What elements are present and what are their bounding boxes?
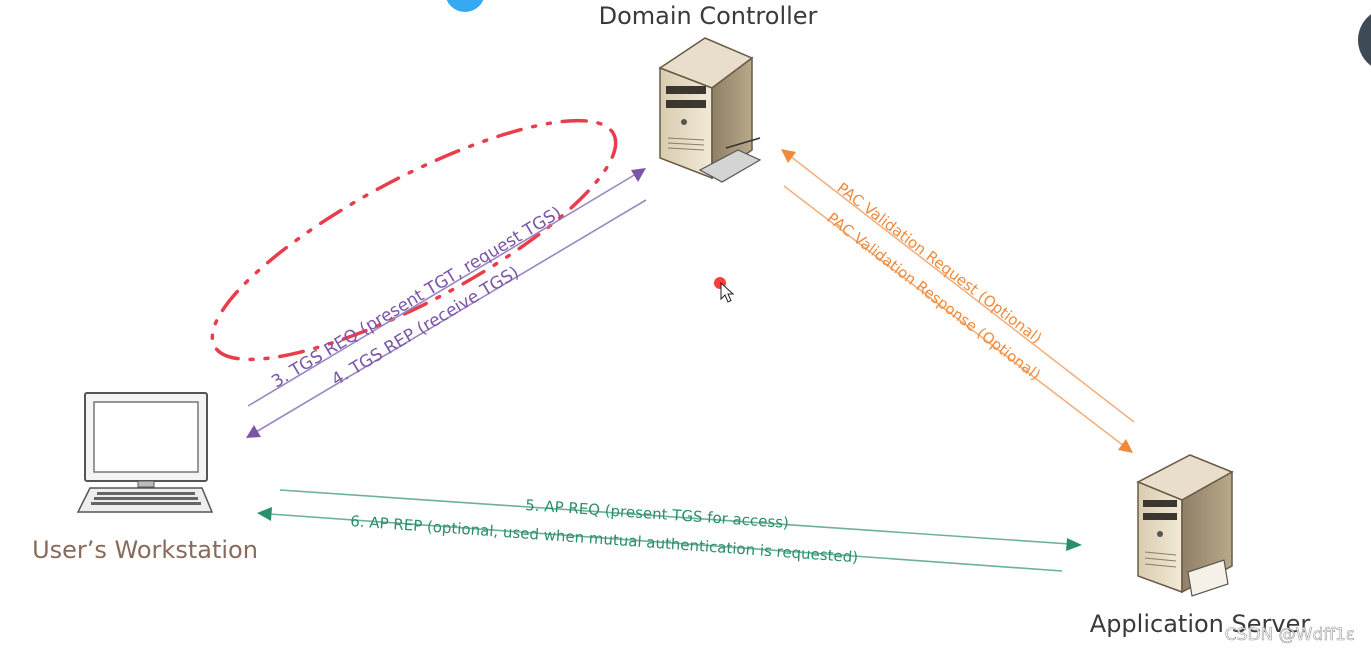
edge-blue-circle xyxy=(446,0,484,12)
watermark: CSDN @Wdff1ε xyxy=(1225,625,1355,645)
pac-request-label: PAC Validation Request (Optional) xyxy=(834,179,1046,347)
workstation-label: User’s Workstation xyxy=(32,536,258,564)
tgs-req-arrow xyxy=(247,168,646,407)
application-server-icon xyxy=(1136,454,1234,597)
tgs-req-label: 3. TGS REQ (present TGT, request TGS) xyxy=(268,203,565,392)
pac-response-arrow xyxy=(783,185,1133,453)
domain-controller-icon xyxy=(658,37,762,183)
workstation-icon xyxy=(76,392,214,513)
application-server-label: Application Server xyxy=(1090,610,1311,638)
highlight-ellipse xyxy=(210,118,618,362)
edge-dark-circle xyxy=(1358,14,1371,66)
cursor-pointer-icon xyxy=(714,277,735,303)
pac-response-label: PAC Validation Response (Optional) xyxy=(824,209,1044,384)
ap-rep-arrow xyxy=(257,507,1063,572)
ap-req-arrow xyxy=(279,489,1082,551)
tgs-rep-arrow xyxy=(246,199,647,438)
pac-request-arrow xyxy=(781,149,1135,423)
domain-controller-label: Domain Controller xyxy=(599,2,818,30)
